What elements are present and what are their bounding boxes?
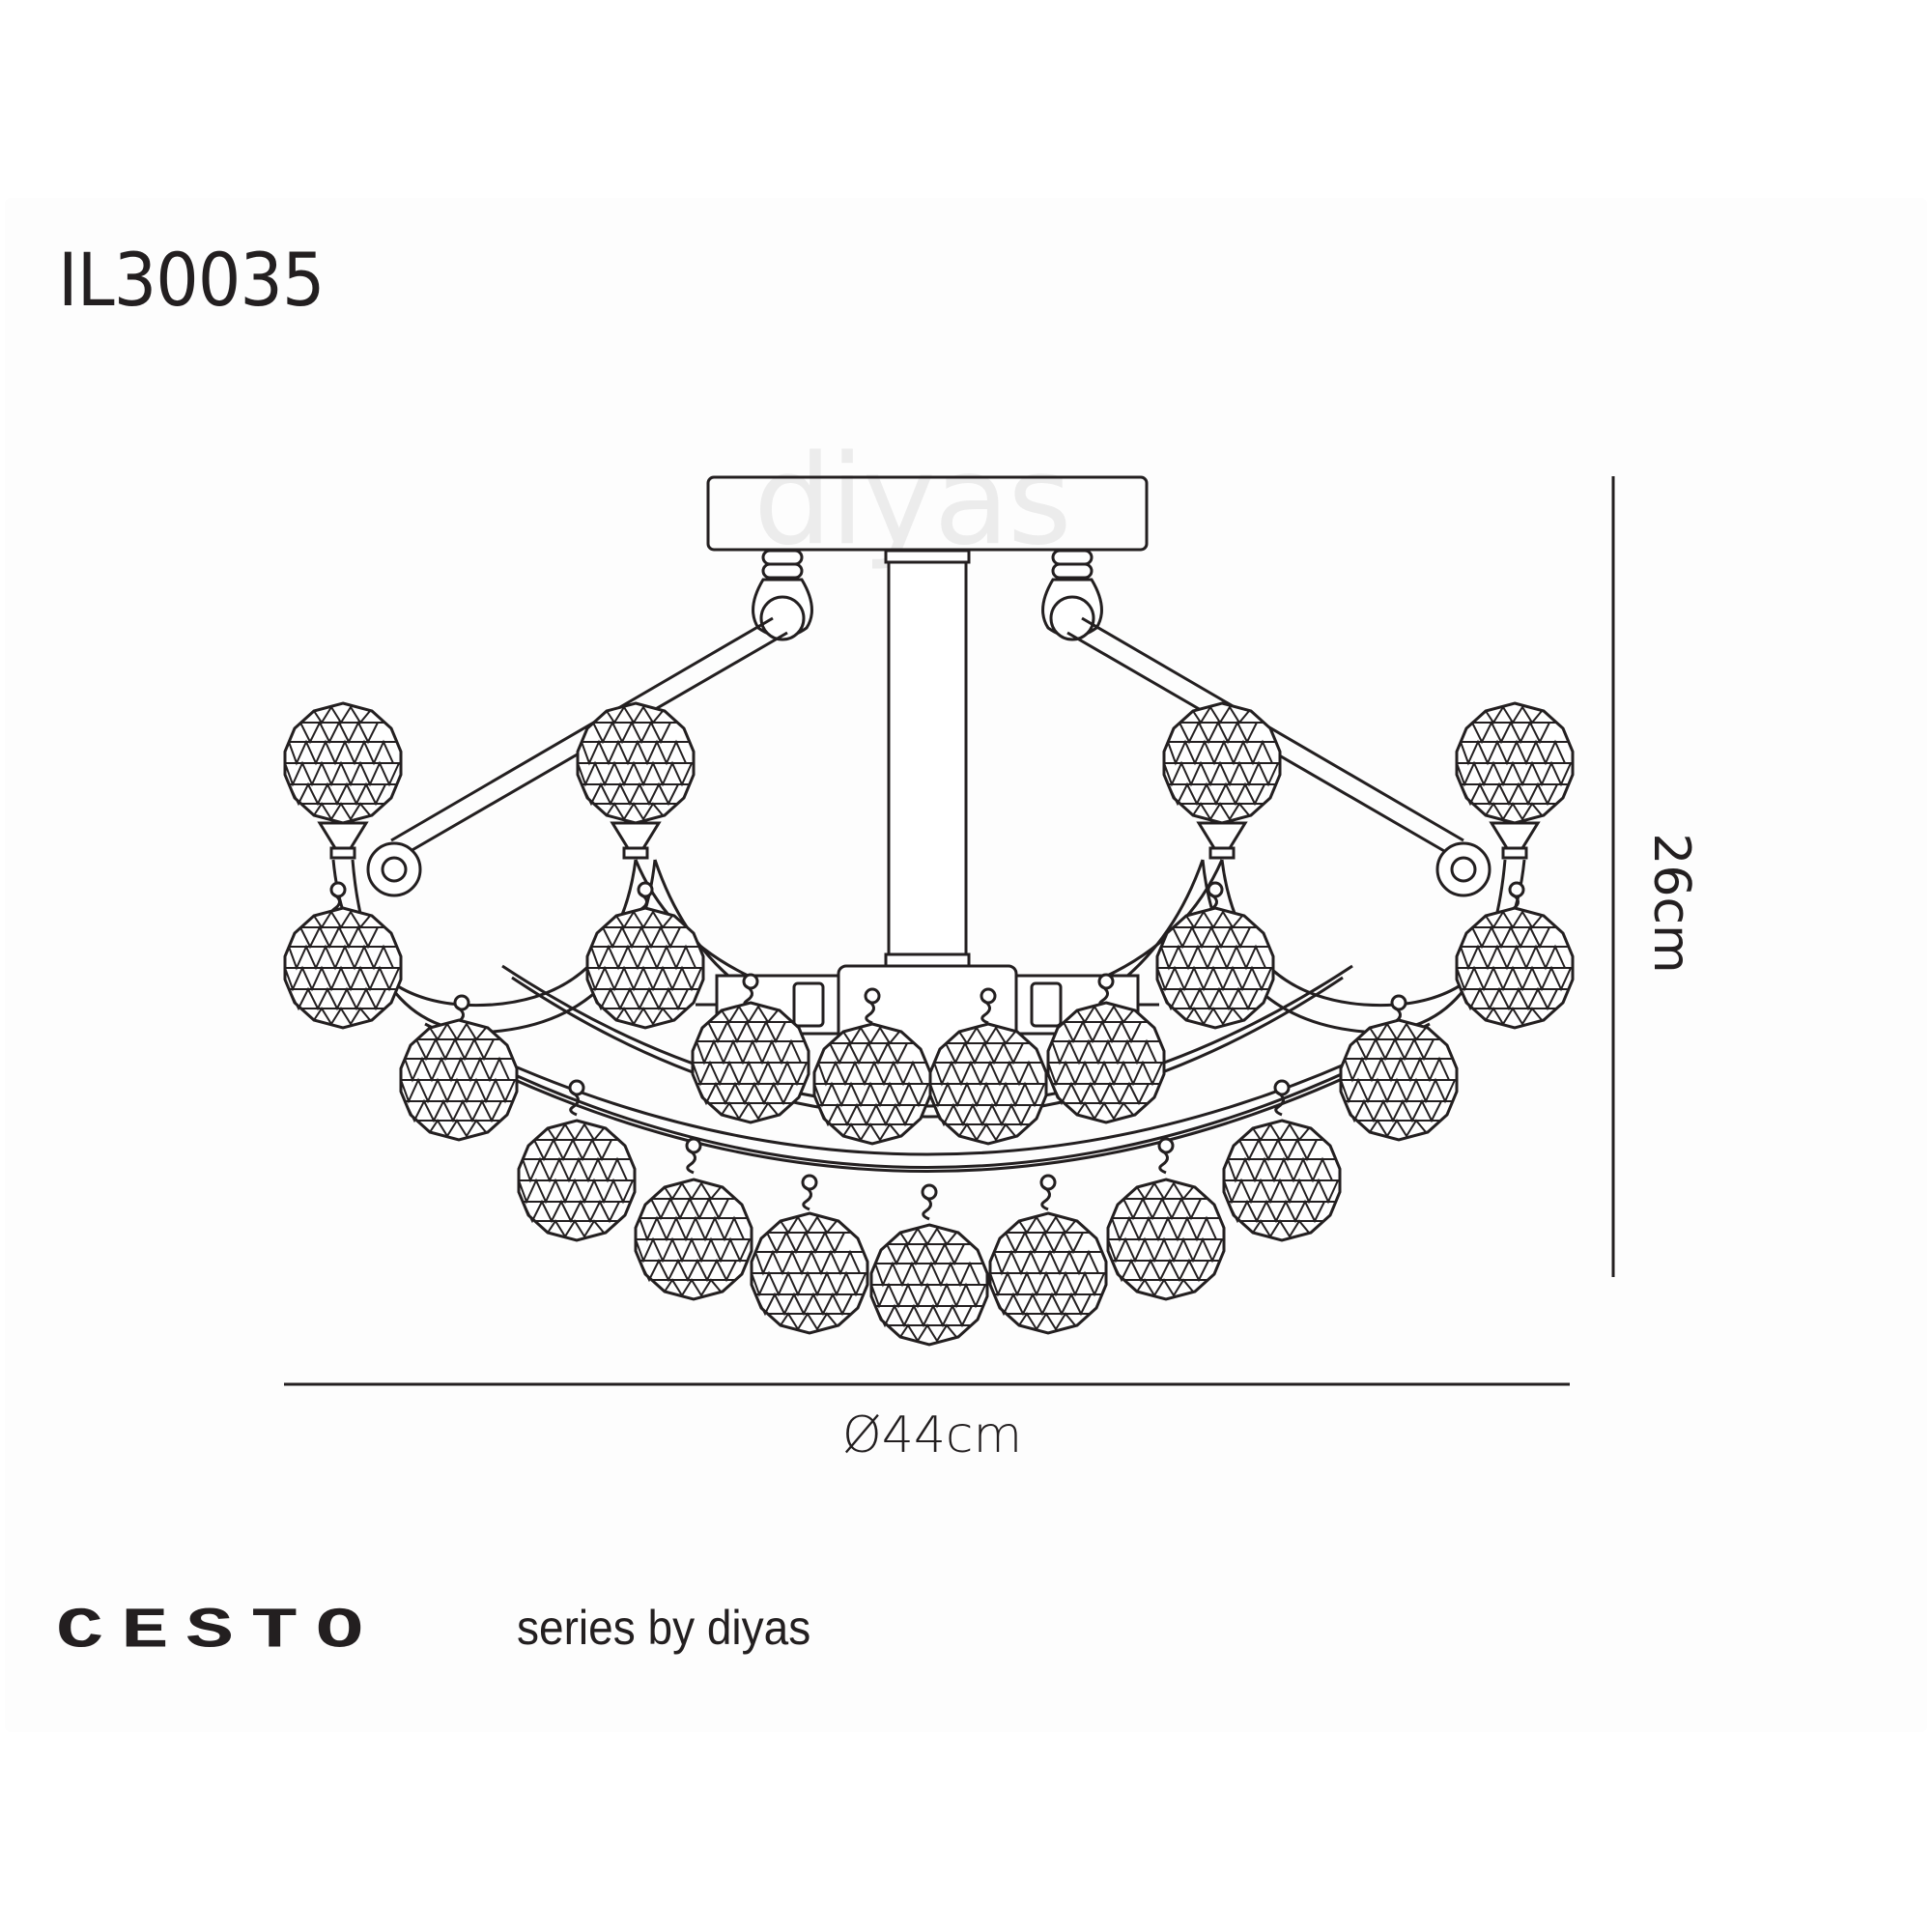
scroll-rings [366,841,1492,897]
brand-watermark: diyas [753,429,1072,573]
canopy-hangers [752,549,1103,641]
series-byline: series by diyas [517,1601,811,1655]
width-dimension-label: Ø44cm [841,1406,1023,1464]
series-name: CESTO [56,1599,382,1664]
height-dimension-label: 26cm [1642,833,1700,974]
canopy [706,475,1149,970]
product-code: IL30035 [58,237,325,323]
